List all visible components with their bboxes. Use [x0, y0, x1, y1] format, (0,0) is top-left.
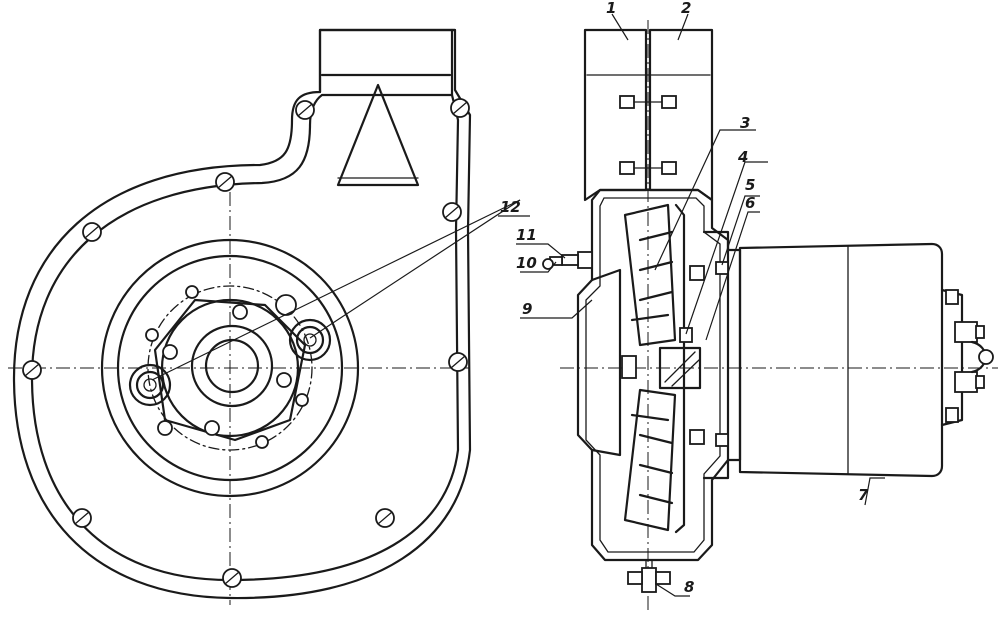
bracket-bolt	[689, 265, 705, 281]
screw	[157, 420, 173, 436]
front-view	[8, 28, 472, 605]
callout-3: 3	[740, 114, 750, 132]
volute-flange-line	[30, 93, 460, 582]
front-hub-outer	[190, 324, 274, 408]
bracket-bolt	[689, 429, 705, 445]
duct-half-2	[648, 28, 714, 202]
screw	[255, 435, 269, 449]
terminal-stud	[542, 251, 593, 270]
duct-clamp-bolts	[619, 95, 677, 175]
hub-hatch	[664, 351, 696, 383]
outlet-triangle-mark	[336, 83, 420, 187]
motor-body	[738, 242, 944, 478]
drain-bolt	[627, 559, 671, 593]
volute-section-outline	[576, 188, 730, 562]
bracket-bolt	[715, 261, 729, 275]
callout-7: 7	[858, 486, 869, 504]
screw	[145, 328, 159, 342]
terminal-right	[288, 318, 332, 362]
motor-terminals	[945, 289, 994, 423]
impeller	[623, 203, 686, 534]
callout-labels: 1 2 3 4 5 6 7 8 9 10 11 12	[500, 0, 869, 596]
hub-screw	[679, 327, 693, 343]
callout-10: 10	[516, 254, 537, 272]
leader-lines	[151, 13, 885, 597]
pitch-circle-screws	[145, 285, 309, 449]
screw	[232, 304, 248, 320]
callout-11: 11	[516, 226, 537, 244]
terminal-left	[128, 363, 172, 407]
impeller-hub	[658, 346, 702, 390]
motor-end-cap	[940, 288, 964, 427]
screw	[275, 294, 297, 316]
screw	[295, 393, 309, 407]
callout-12: 12	[500, 198, 521, 216]
callout-1: 1	[606, 0, 616, 17]
callout-8: 8	[684, 578, 694, 596]
volute-section-inner	[585, 197, 721, 553]
callout-4: 4	[737, 148, 748, 166]
hex-flange-plate	[153, 298, 307, 442]
screw	[276, 372, 292, 388]
front-ring-middle	[116, 254, 344, 482]
screw	[185, 285, 199, 299]
callout-6: 6	[745, 194, 755, 212]
side-section-view	[542, 20, 998, 610]
callout-9: 9	[522, 300, 532, 318]
callout-2: 2	[681, 0, 691, 17]
screw	[204, 420, 220, 436]
casing-flange-bolts	[22, 98, 470, 588]
inlet-cover	[590, 268, 622, 457]
duct-half-1	[583, 28, 648, 202]
bracket-bolt	[715, 433, 729, 447]
front-ring-outer	[100, 238, 360, 498]
hub-nut	[621, 355, 637, 379]
bolt-pitch-circle	[147, 285, 313, 451]
volute-outer-casing	[12, 28, 472, 600]
screw	[162, 344, 178, 360]
front-hub-inner	[204, 338, 260, 394]
callout-5: 5	[745, 176, 755, 194]
hub-hatch	[671, 359, 700, 387]
